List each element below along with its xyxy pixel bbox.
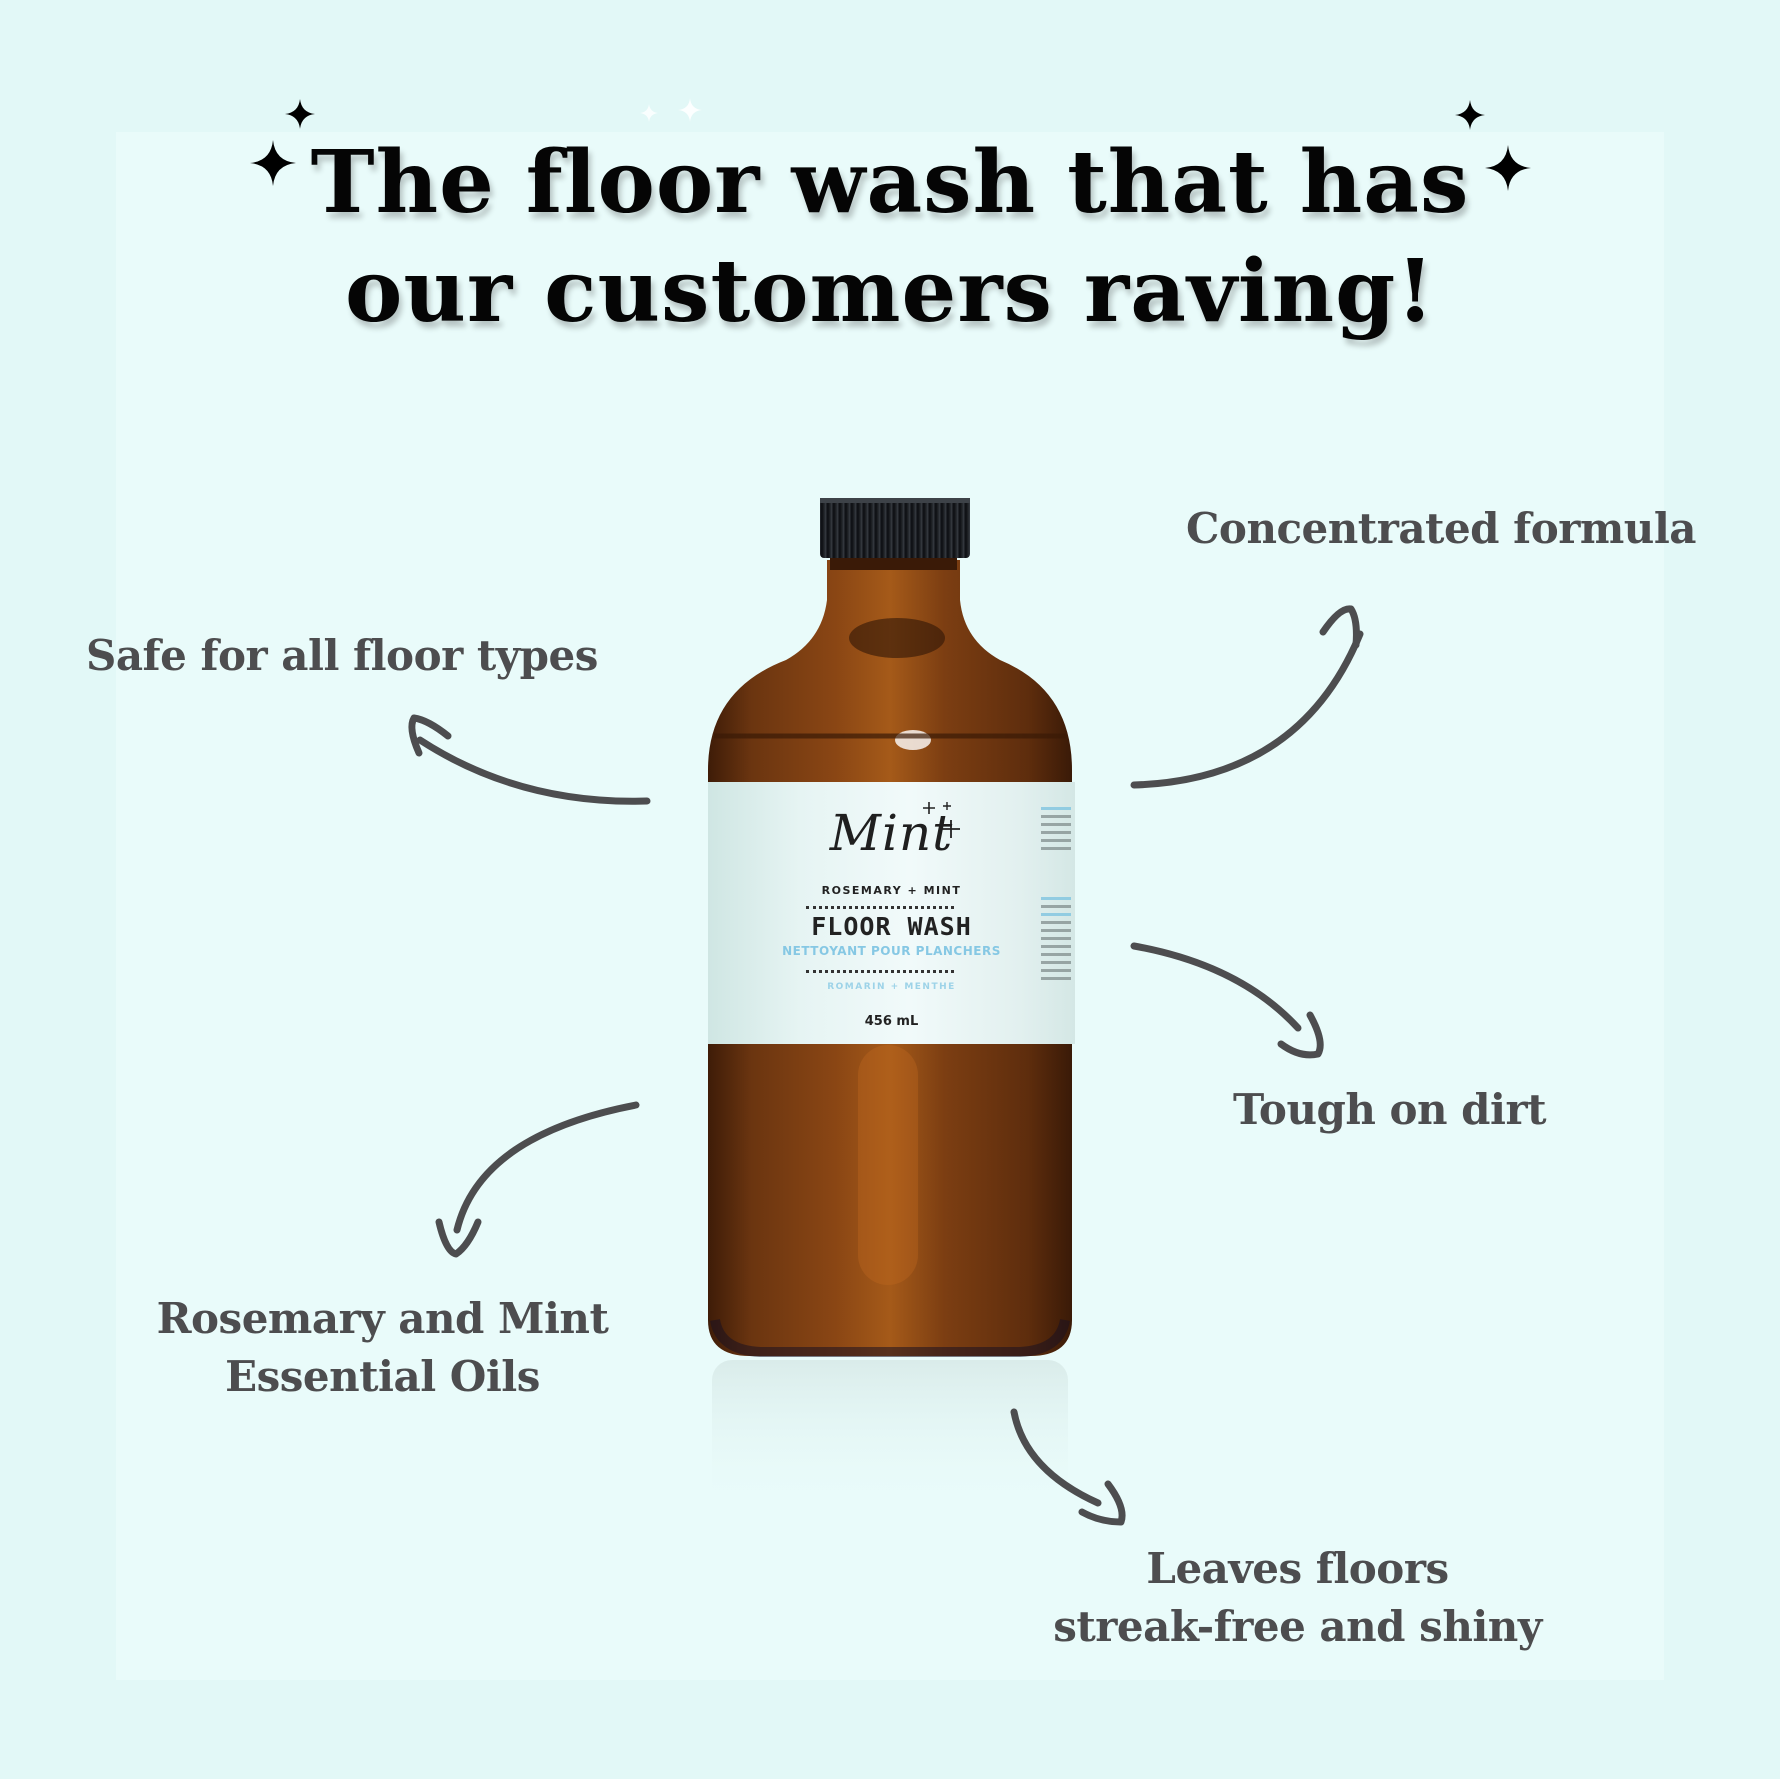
- feature-oils: Rosemary and Mint Essential Oils: [130, 1290, 635, 1406]
- feature-safe: Safe for all floor types: [86, 631, 598, 680]
- product-label: Mint ROSEMARY + MINT FLOOR WASH NETTOYAN…: [708, 782, 1075, 1044]
- scent-text: ROSEMARY + MINT: [821, 884, 962, 897]
- product-name-fr: NETTOYANT POUR PLANCHERS: [782, 944, 1001, 958]
- feature-shiny: Leaves floors streak-free and shiny: [1030, 1540, 1565, 1656]
- divider: [806, 906, 954, 909]
- headline-line-1: The floor wash that has: [310, 132, 1470, 233]
- sparkle-icon: [640, 104, 658, 122]
- scent-text-fr: ROMARIN + MENTHE: [827, 982, 956, 992]
- brand-logo: Mint: [829, 804, 954, 862]
- feature-shiny-line-2: streak-free and shiny: [1053, 1602, 1542, 1651]
- curved-arrow-icon: [1130, 942, 1324, 1059]
- sparkle-icon: [923, 802, 960, 838]
- sparkle-icon: [1455, 100, 1485, 130]
- headline-line-2: our customers raving!: [345, 241, 1435, 342]
- label-side-text: [1041, 892, 1071, 985]
- curved-arrow-icon: [435, 1101, 640, 1258]
- feature-shiny-line-1: Leaves floors: [1146, 1544, 1449, 1593]
- volume: 456 mL: [864, 1014, 919, 1029]
- curved-arrow-icon: [1010, 1408, 1126, 1526]
- sparkle-icon: [1485, 145, 1531, 191]
- divider: [806, 970, 954, 973]
- feature-concentrated: Concentrated formula: [1186, 504, 1697, 553]
- headline: The floor wash that has our customers ra…: [0, 128, 1780, 346]
- sparkle-icon: [678, 98, 702, 122]
- sparkle-icon: [285, 99, 315, 129]
- product-name: FLOOR WASH: [811, 912, 972, 941]
- curved-arrow-icon: [408, 714, 651, 805]
- feature-oils-line-2: Essential Oils: [225, 1352, 540, 1401]
- feature-oils-line-1: Rosemary and Mint: [156, 1294, 609, 1343]
- sparkle-icon: [250, 140, 296, 186]
- feature-tough: Tough on dirt: [1233, 1085, 1547, 1134]
- curved-arrow-icon: [1130, 605, 1364, 789]
- label-side-text: [1041, 802, 1071, 855]
